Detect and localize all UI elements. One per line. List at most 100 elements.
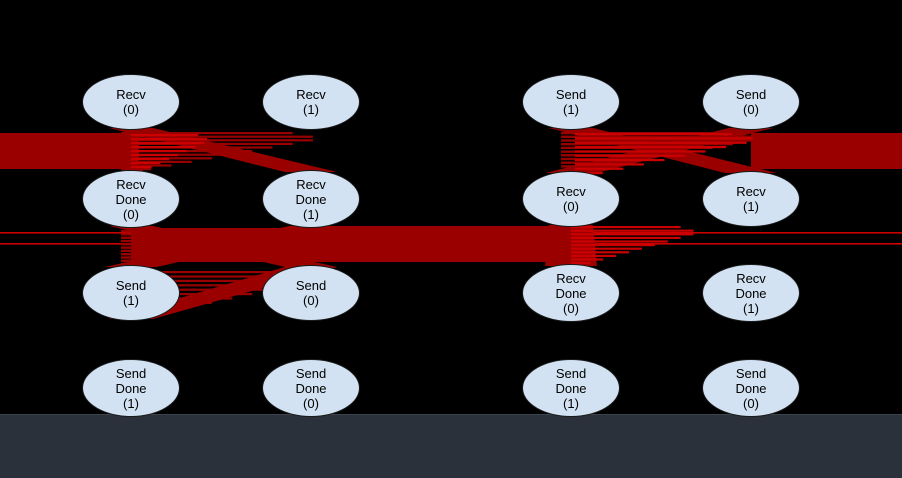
edge-comb-sliver <box>131 154 178 157</box>
node-label-line: Send <box>735 365 767 381</box>
edge-comb-sliver <box>571 233 694 236</box>
edge-comb-sliver <box>131 166 152 169</box>
edge-comb-sliver <box>121 239 293 243</box>
node-label-line: Done <box>115 380 147 396</box>
node-label-line: (1) <box>563 395 579 411</box>
edge-comb-sliver <box>121 142 293 145</box>
edge-comb-sliver <box>571 236 681 239</box>
node-label-line: Recv <box>116 176 146 192</box>
edge-comb-sliver <box>121 146 273 149</box>
node-label-line: (0) <box>303 293 319 308</box>
edge-comb-sliver <box>561 143 733 146</box>
edge-comb-sliver <box>561 252 571 255</box>
edge-comb-sliver <box>121 249 233 252</box>
edge-comb-sliver <box>561 135 753 138</box>
edge-comb-sliver <box>575 154 685 157</box>
node-label-line: (1) <box>303 206 319 222</box>
edge-comb-sliver <box>561 242 578 245</box>
edge-comb-sliver <box>131 162 161 165</box>
edge-comb-sliver <box>121 233 313 236</box>
edge-comb-sliver <box>131 142 205 145</box>
node-label-line: Done <box>735 380 767 396</box>
edge-comb-sliver <box>131 158 170 161</box>
node-label-line: Done <box>295 191 327 207</box>
edge-comb-sliver <box>575 133 733 136</box>
node-label-line: Send <box>115 365 147 381</box>
edge-comb-sliver <box>131 150 187 153</box>
edge-comb-sliver <box>561 165 612 168</box>
node-label-line: (1) <box>743 300 759 316</box>
edge-comb-sliver <box>575 146 727 149</box>
edge-comb-sliver <box>121 246 253 249</box>
node-label-line: (1) <box>563 102 579 117</box>
node-label-line: (0) <box>743 395 759 411</box>
node-label-line: Done <box>555 285 587 301</box>
edge-comb-sliver <box>131 146 196 149</box>
edge-comb-sliver <box>575 167 624 170</box>
edge-comb-sliver <box>561 262 565 265</box>
node-label-line: (0) <box>743 102 759 117</box>
node-label-line: (1) <box>743 199 759 214</box>
edge-comb-sliver <box>575 137 753 140</box>
node-label-line: (0) <box>303 395 319 411</box>
edge-comb-sliver <box>575 163 644 166</box>
node-label-line: Done <box>115 191 147 207</box>
edge-comb-sliver <box>571 251 630 254</box>
edge-comb-sliver <box>561 235 582 238</box>
edge-comb-sliver <box>121 132 293 135</box>
edge-comb-sliver <box>121 139 313 142</box>
node-label-line: Send <box>735 87 767 102</box>
node-label-line: (0) <box>563 300 579 316</box>
edge-comb-sliver <box>571 258 604 261</box>
node-label-line: Send <box>555 87 587 102</box>
band-right-top <box>751 133 902 169</box>
graph-node[interactable]: Send(0) <box>262 265 360 321</box>
edge-comb-sliver <box>121 288 273 291</box>
edge-comb-sliver <box>571 244 655 247</box>
graph-node[interactable]: Recv(1) <box>262 74 360 130</box>
graph-node[interactable]: Recv(0) <box>522 171 620 227</box>
edge-comb-sliver <box>121 263 152 266</box>
bottom-status-bar <box>0 414 902 478</box>
graph-node[interactable]: Send(0) <box>702 74 800 130</box>
edge-comb-sliver <box>121 253 212 256</box>
edge-comb-sliver <box>121 168 152 171</box>
node-label-line: (1) <box>123 293 139 308</box>
graph-node[interactable]: Recv(1) <box>702 171 800 227</box>
edge-comb-sliver <box>561 139 753 142</box>
edge-comb-sliver <box>121 236 313 239</box>
edge-comb-sliver <box>561 258 567 261</box>
edge-comb-sliver <box>131 134 199 137</box>
node-label-line: Done <box>555 380 587 396</box>
edge-comb-sliver <box>121 256 192 259</box>
graph-node[interactable]: Recv(0) <box>82 74 180 130</box>
edge-comb-sliver <box>575 159 665 162</box>
node-label-line: (1) <box>303 102 319 117</box>
edge-comb-sliver <box>131 138 207 141</box>
edge-comb-sliver <box>571 229 694 232</box>
node-label-line: Recv <box>556 270 586 286</box>
graph-node[interactable]: Send(1) <box>82 265 180 321</box>
edge-comb-sliver <box>121 135 313 138</box>
edge-comb-sliver <box>121 160 192 163</box>
node-label-line: (0) <box>123 102 139 117</box>
edge-comb-sliver <box>561 248 574 251</box>
node-label-line: Recv <box>736 184 766 199</box>
graph-node[interactable]: Send(1) <box>522 74 620 130</box>
node-label-line: (0) <box>123 206 139 222</box>
node-label-line: (1) <box>123 395 139 411</box>
edge-comb-sliver <box>121 279 313 282</box>
edge-comb-sliver <box>121 275 313 278</box>
edge-comb-sliver <box>575 141 747 144</box>
